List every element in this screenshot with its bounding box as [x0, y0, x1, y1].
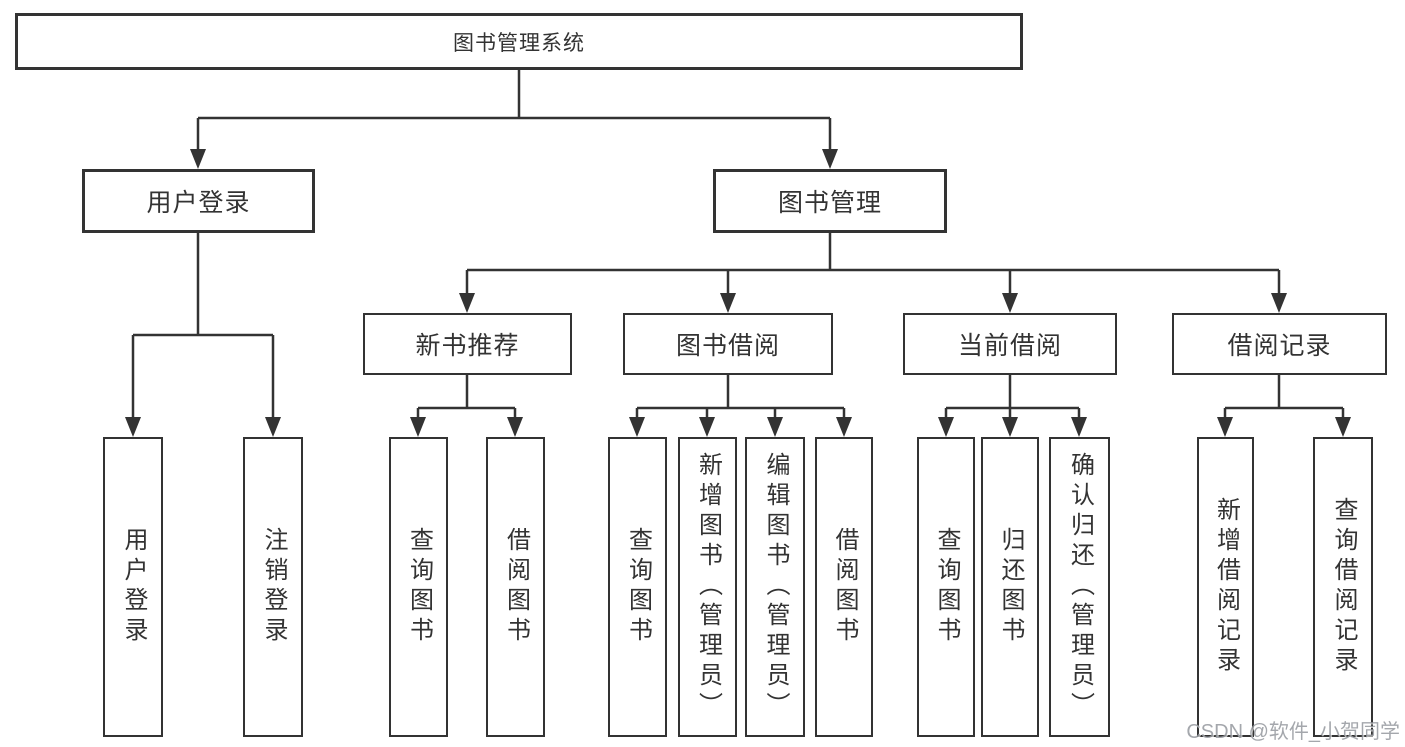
csdn-watermark: CSDN @软件_小贺同学: [1186, 721, 1400, 743]
connector-newbooks-to-leaves: [416, 375, 517, 418]
leaf-logout: 注销登录: [243, 437, 303, 737]
connector-bookborrow-to-leaves: [635, 375, 846, 418]
leaf-nb-query-books: 查询图书: [389, 437, 448, 737]
leaf-br-query-record: 查询借阅记录: [1313, 437, 1373, 737]
leaf-bb-borrow-books: 借阅图书: [815, 437, 873, 737]
connector-currentborrow-to-leaves: [944, 375, 1081, 418]
node-book-borrow: 图书借阅: [623, 313, 833, 375]
leaf-bb-query-books: 查询图书: [608, 437, 667, 737]
connector-root-to-level2: [196, 70, 832, 150]
leaf-bb-edit-books-admin: 编辑图书（管理员）: [745, 437, 805, 737]
node-book-management: 图书管理: [713, 169, 947, 233]
connector-records-to-leaves: [1223, 375, 1345, 418]
connector-userlogin-to-leaves: [131, 233, 275, 418]
node-current-borrow: 当前借阅: [903, 313, 1117, 375]
leaf-cb-confirm-return-admin: 确认归还（管理员）: [1049, 437, 1110, 737]
leaf-nb-borrow-books: 借阅图书: [486, 437, 545, 737]
leaf-user-login: 用户登录: [103, 437, 163, 737]
leaf-bb-add-books-admin: 新增图书（管理员）: [678, 437, 737, 737]
connector-bookmgmt-to-level3: [465, 233, 1281, 294]
node-new-book-recommend: 新书推荐: [363, 313, 572, 375]
node-user-login: 用户登录: [82, 169, 315, 233]
leaf-cb-return-books: 归还图书: [981, 437, 1039, 737]
arrowheads: [125, 149, 1351, 437]
leaf-br-add-record: 新增借阅记录: [1197, 437, 1254, 737]
leaf-cb-query-books: 查询图书: [917, 437, 975, 737]
node-borrow-records: 借阅记录: [1172, 313, 1387, 375]
node-root: 图书管理系统: [15, 13, 1023, 70]
